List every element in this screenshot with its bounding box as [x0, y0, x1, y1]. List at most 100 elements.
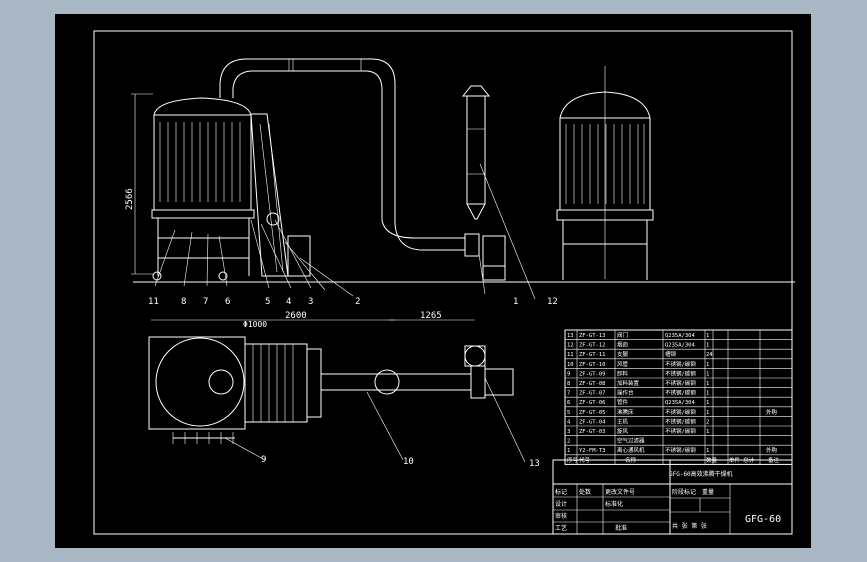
parts-row-spec: 不锈钢/碳钢	[665, 379, 696, 387]
parts-row-name: 阀门	[617, 331, 628, 339]
callout-11: 11	[148, 297, 159, 307]
parts-row-name: 烟囱	[617, 341, 628, 349]
parts-row-qty: 2	[706, 419, 709, 425]
parts-row-code: ZF-GT-10	[579, 362, 606, 368]
plan-duct	[320, 373, 472, 391]
parts-row-spec: Q235A/304	[665, 400, 695, 406]
parts-row-code: ZF-GT-09	[579, 371, 606, 377]
parts-row-qty: 1	[706, 343, 709, 349]
parts-row-note: 外购	[766, 446, 778, 454]
plan-flange	[306, 348, 322, 418]
parts-row-qty: 1	[706, 448, 709, 454]
tb-stage: 阶段标记	[672, 488, 696, 496]
parts-row-qty: 1	[706, 391, 709, 397]
chimney	[466, 95, 486, 205]
parts-row-no: 12	[567, 343, 574, 349]
drawing-title: GFG-60高效沸腾干燥机	[669, 470, 733, 478]
parts-row-code: ZF-GT-12	[579, 343, 606, 349]
elevation-leaders	[154, 163, 536, 300]
inclined-support	[250, 113, 289, 277]
parts-row-qty: 1	[706, 400, 709, 406]
tb-change: 更改文件号	[605, 488, 635, 496]
dryer-body	[153, 114, 252, 211]
parts-row-no: 10	[567, 362, 574, 368]
parts-row-name: 旋风	[617, 427, 629, 435]
parts-row-code: ZF-GT-11	[579, 352, 606, 358]
parts-row-name: 主机	[617, 417, 629, 425]
callout-12: 12	[547, 297, 558, 307]
motor-circle	[266, 212, 280, 226]
parts-row-spec: 不锈钢/碳钢	[665, 360, 696, 368]
parts-row-no: 4	[567, 419, 571, 425]
parts-row-name: 空气过滤器	[617, 437, 645, 445]
dryer-dome	[153, 97, 252, 116]
callout-1: 1	[513, 297, 518, 307]
drawing-code: GFG-60	[745, 514, 781, 525]
plan-dryer-circle	[155, 337, 245, 427]
callout-5: 5	[265, 297, 270, 307]
parts-row-spec: 不锈钢/碳钢	[665, 408, 696, 416]
title-block: GFG-60高效沸腾干燥机 标记 处数 更改文件号 设计 标准化 审核 工艺 批…	[552, 459, 793, 535]
parts-row-spec: 不锈钢/碳钢	[665, 369, 696, 377]
centrifugal-fan	[482, 235, 506, 267]
tb-process: 工艺	[555, 524, 567, 532]
parts-row-code: ZF-GT-07	[579, 391, 606, 397]
callout-3: 3	[308, 297, 313, 307]
parts-row-code: ZF-GT-03	[579, 429, 606, 435]
side-view-frame	[562, 220, 648, 280]
overhead-duct-inner	[232, 70, 465, 239]
plan-fan-flange	[470, 365, 486, 399]
parts-row-qty: 1	[706, 381, 709, 387]
parts-row-code: ZF-GT-05	[579, 410, 606, 416]
parts-row-no: 6	[567, 400, 570, 406]
elevation-view: 2566 11 8	[125, 58, 795, 307]
tb-mark: 标记	[555, 488, 567, 496]
tb-count: 处数	[579, 488, 591, 496]
support-frame	[157, 218, 250, 276]
dryer-bed	[151, 209, 255, 219]
fan-flange	[464, 233, 480, 257]
parts-row-note: 外购	[766, 408, 778, 416]
parts-row-qty: 1	[706, 371, 709, 377]
parts-row-qty: 24	[706, 352, 713, 358]
parts-row-spec: 不锈钢/碳钢	[665, 417, 696, 425]
tb-standardize: 标准化	[605, 500, 623, 508]
parts-row-no: 1	[567, 448, 570, 454]
caster-right	[218, 271, 228, 281]
tb-approve: 批准	[615, 524, 627, 532]
plan-bed-box	[244, 343, 308, 423]
chimney-cap	[461, 85, 491, 97]
callout-2: 2	[355, 297, 360, 307]
plan-duct-circle	[374, 369, 400, 395]
parts-row-spec: 不锈钢/碳钢	[665, 427, 696, 435]
outlet-box	[287, 235, 311, 277]
callout-13: 13	[529, 459, 540, 469]
fan-base	[482, 265, 506, 281]
tb-designer: 设计	[555, 500, 567, 508]
side-view-bed	[556, 209, 654, 221]
parts-row-name: 离心通风机	[617, 446, 645, 454]
plan-chimney	[464, 345, 486, 367]
dim-width: 2600	[285, 311, 307, 321]
parts-row-no: 9	[567, 371, 570, 377]
overhead-duct-outer	[219, 58, 465, 251]
parts-row-qty: 1	[706, 410, 709, 416]
parts-row-name: 支腿	[617, 350, 629, 358]
parts-row-code: ZF-GT-04	[579, 419, 606, 425]
parts-row-qty: 1	[706, 333, 709, 339]
parts-row-spec: 不锈钢/碳钢	[665, 446, 696, 454]
parts-row-no: 5	[567, 410, 570, 416]
tb-sheet-info: 共 张 第 张	[672, 522, 707, 530]
parts-row-code: ZF-GT-06	[579, 400, 606, 406]
parts-row-name: 操作台	[617, 389, 634, 397]
dim-diameter: Φ1000	[243, 320, 267, 329]
parts-row-code: ZF-GT-08	[579, 381, 606, 387]
plan-view: Φ1000 9 10 13	[148, 320, 540, 469]
parts-row-no: 8	[567, 381, 570, 387]
parts-row-name: 加料装置	[617, 379, 640, 387]
plan-outlet-circle	[208, 369, 234, 395]
callout-10: 10	[403, 457, 414, 467]
callout-9: 9	[261, 455, 266, 465]
